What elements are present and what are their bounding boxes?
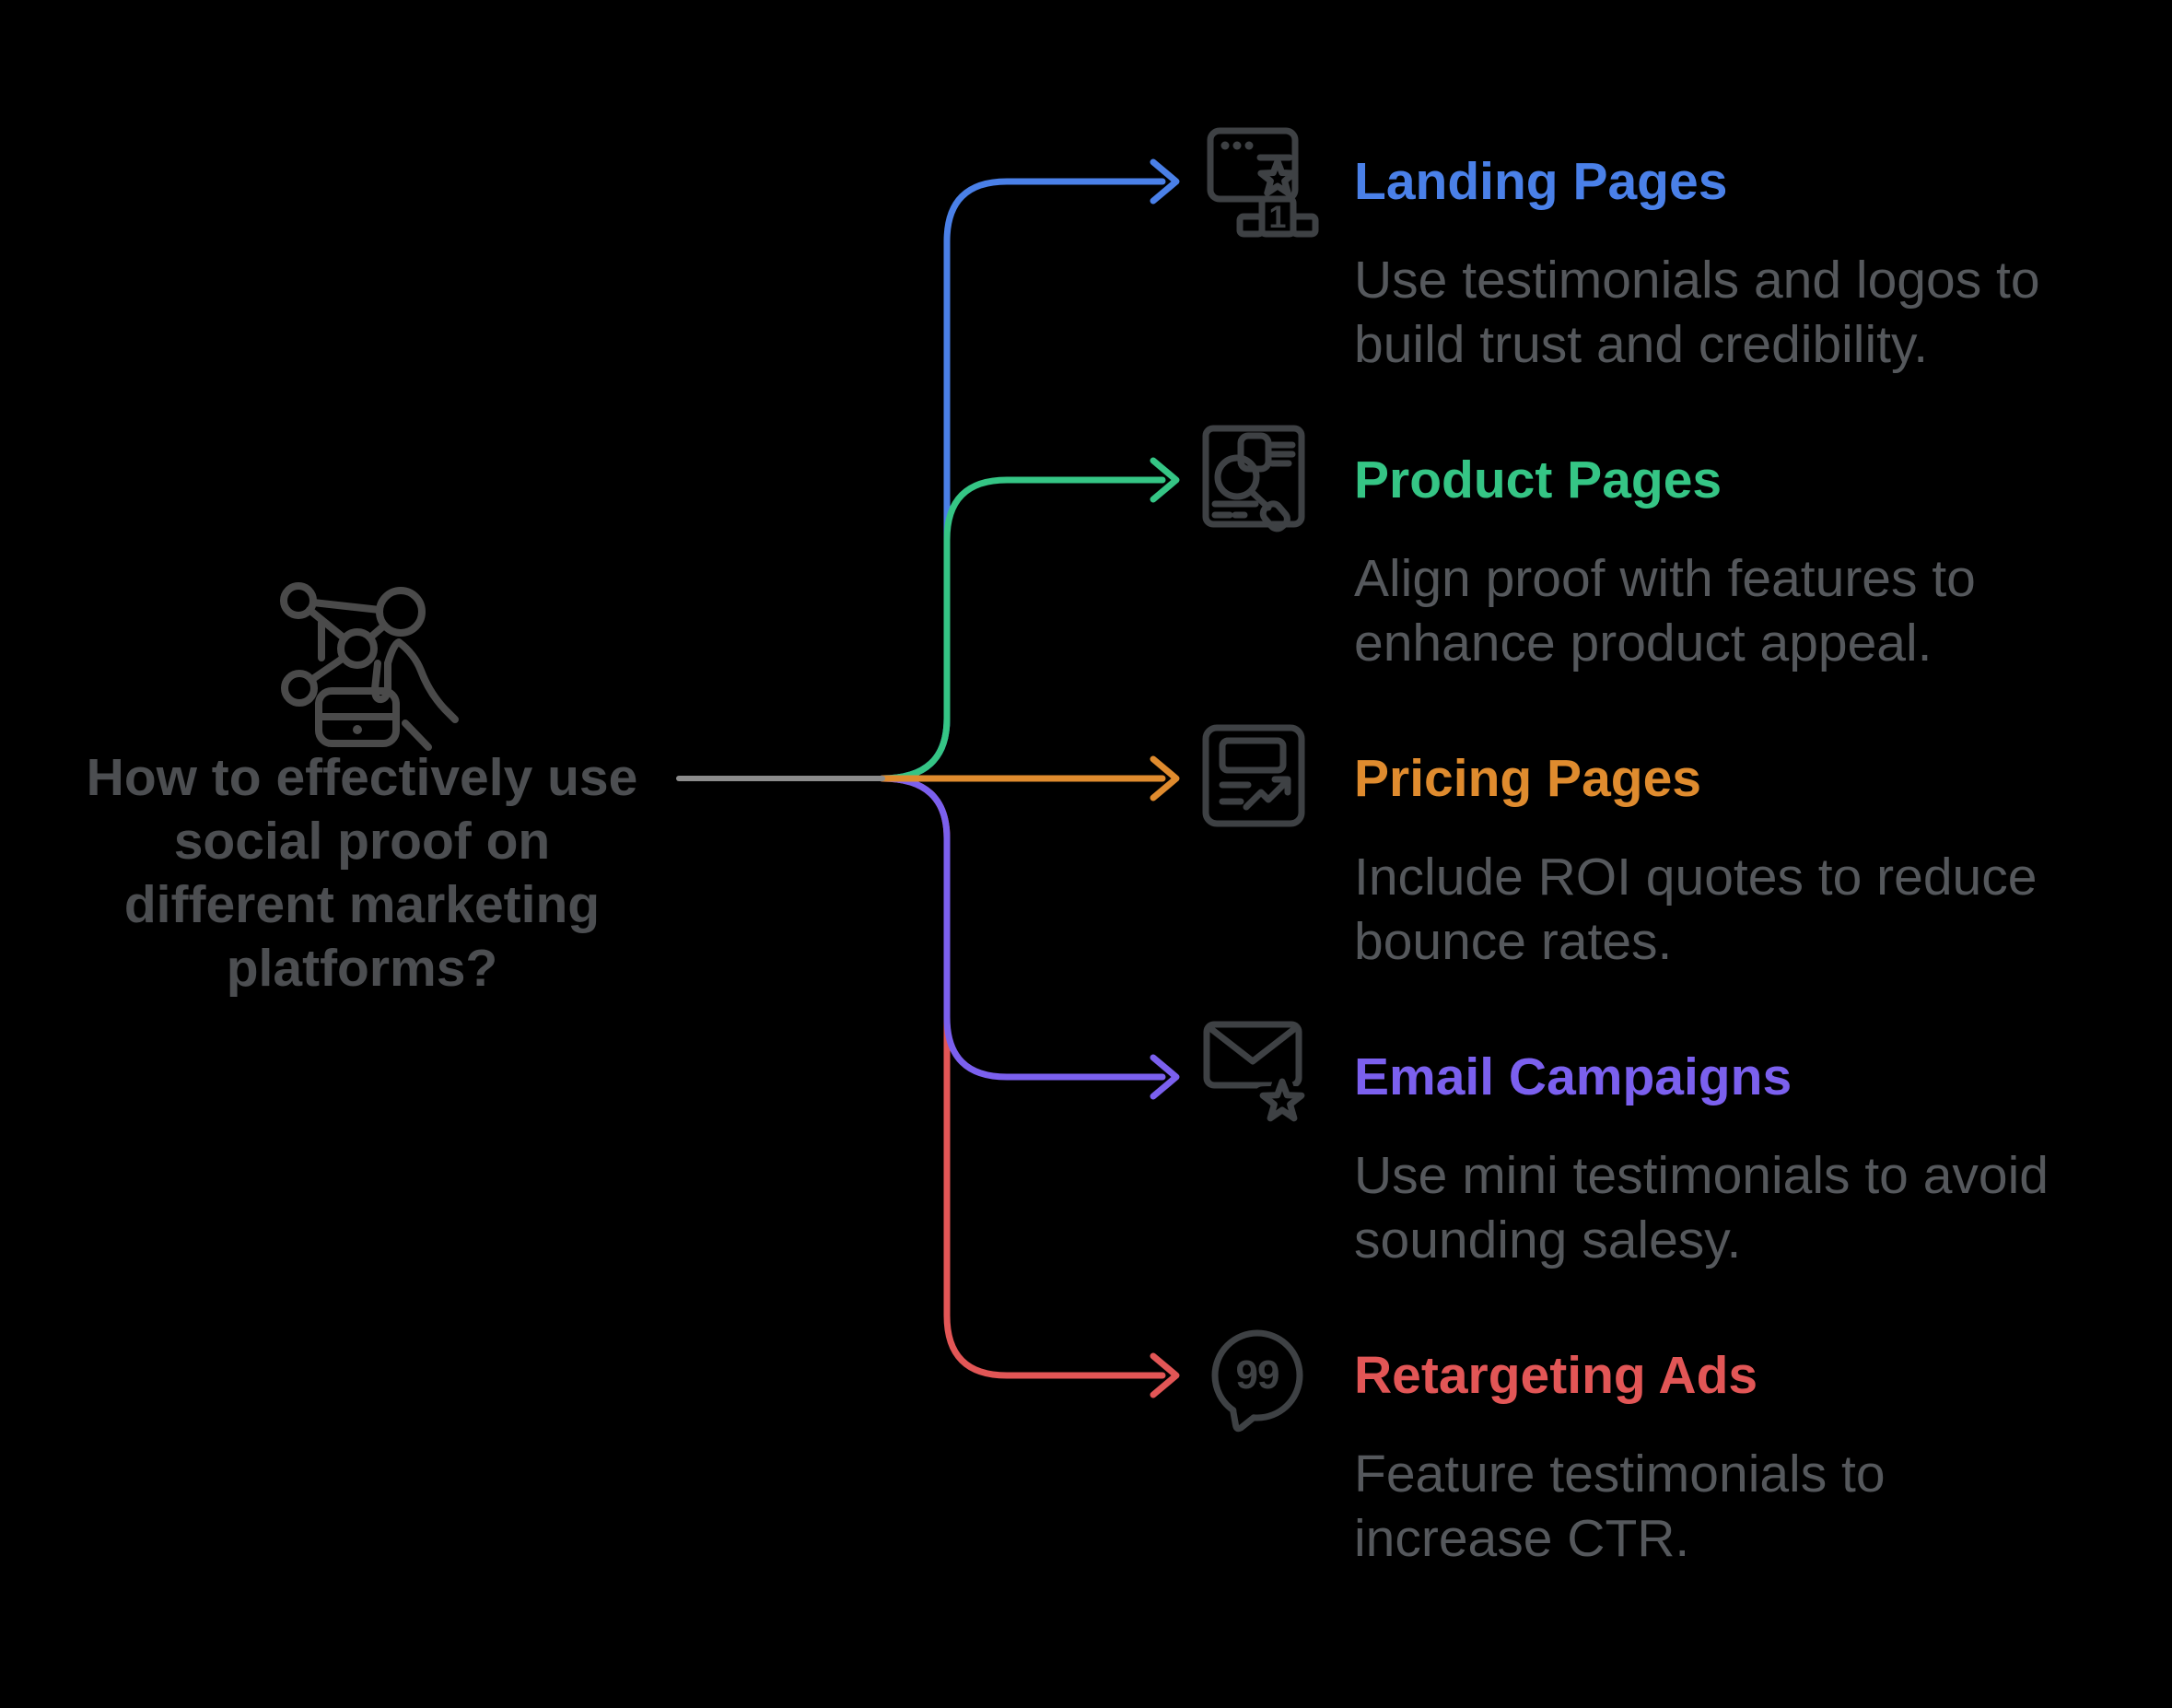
branch-line-email-campaigns bbox=[879, 775, 1180, 1100]
central-question-line: platforms? bbox=[226, 939, 498, 998]
central-question-line: social proof on bbox=[173, 812, 551, 871]
branch-title-retargeting-ads: Retargeting Ads bbox=[1354, 1346, 1758, 1405]
branch-line-landing-pages bbox=[879, 158, 1180, 782]
pricing-card-trend-icon bbox=[1202, 724, 1305, 827]
browser-ranking-first-place-icon: 1 bbox=[1207, 127, 1319, 238]
branch-title-product-pages: Product Pages bbox=[1354, 450, 1722, 509]
envelope-star-icon bbox=[1203, 1021, 1311, 1128]
quote-marks: 99 bbox=[1236, 1352, 1279, 1398]
central-question-line: How to effectively use bbox=[86, 748, 638, 807]
branch-description-email-campaigns: Use mini testimonials to avoid sounding … bbox=[1354, 1146, 2049, 1269]
quote-bubble-icon: 99 bbox=[1211, 1329, 1303, 1433]
branch-description-product-pages: Align proof with features to enhance pro… bbox=[1354, 549, 1976, 673]
branch-title-landing-pages: Landing Pages bbox=[1354, 152, 1728, 211]
branch-line-product-pages bbox=[879, 457, 1180, 782]
phone-social-network-in-hand-icon bbox=[280, 582, 459, 751]
product-page-magnifier-icon bbox=[1202, 425, 1305, 532]
central-question: How to effectively use social proof on d… bbox=[58, 746, 666, 1000]
branch-title-email-campaigns: Email Campaigns bbox=[1354, 1047, 1792, 1106]
branch-title-pricing-pages: Pricing Pages bbox=[1354, 749, 1701, 808]
arrowhead-icon bbox=[1150, 1054, 1180, 1100]
branch-description-landing-pages: Use testimonials and logos to build trus… bbox=[1354, 251, 2040, 374]
branch-line-retargeting-ads bbox=[879, 775, 1180, 1398]
central-question-line: different marketing bbox=[123, 875, 601, 934]
branch-description-retargeting-ads: Feature testimonials to increase CTR. bbox=[1354, 1445, 1886, 1568]
first-place-number: 1 bbox=[1269, 200, 1287, 235]
arrowhead-icon bbox=[1150, 755, 1180, 801]
arrowhead-icon bbox=[1150, 457, 1180, 503]
arrowhead-icon bbox=[1150, 158, 1180, 205]
branch-description-pricing-pages: Include ROI quotes to reduce bounce rate… bbox=[1354, 848, 2038, 971]
branch-line-pricing-pages bbox=[879, 755, 1180, 801]
arrowhead-icon bbox=[1150, 1352, 1180, 1398]
